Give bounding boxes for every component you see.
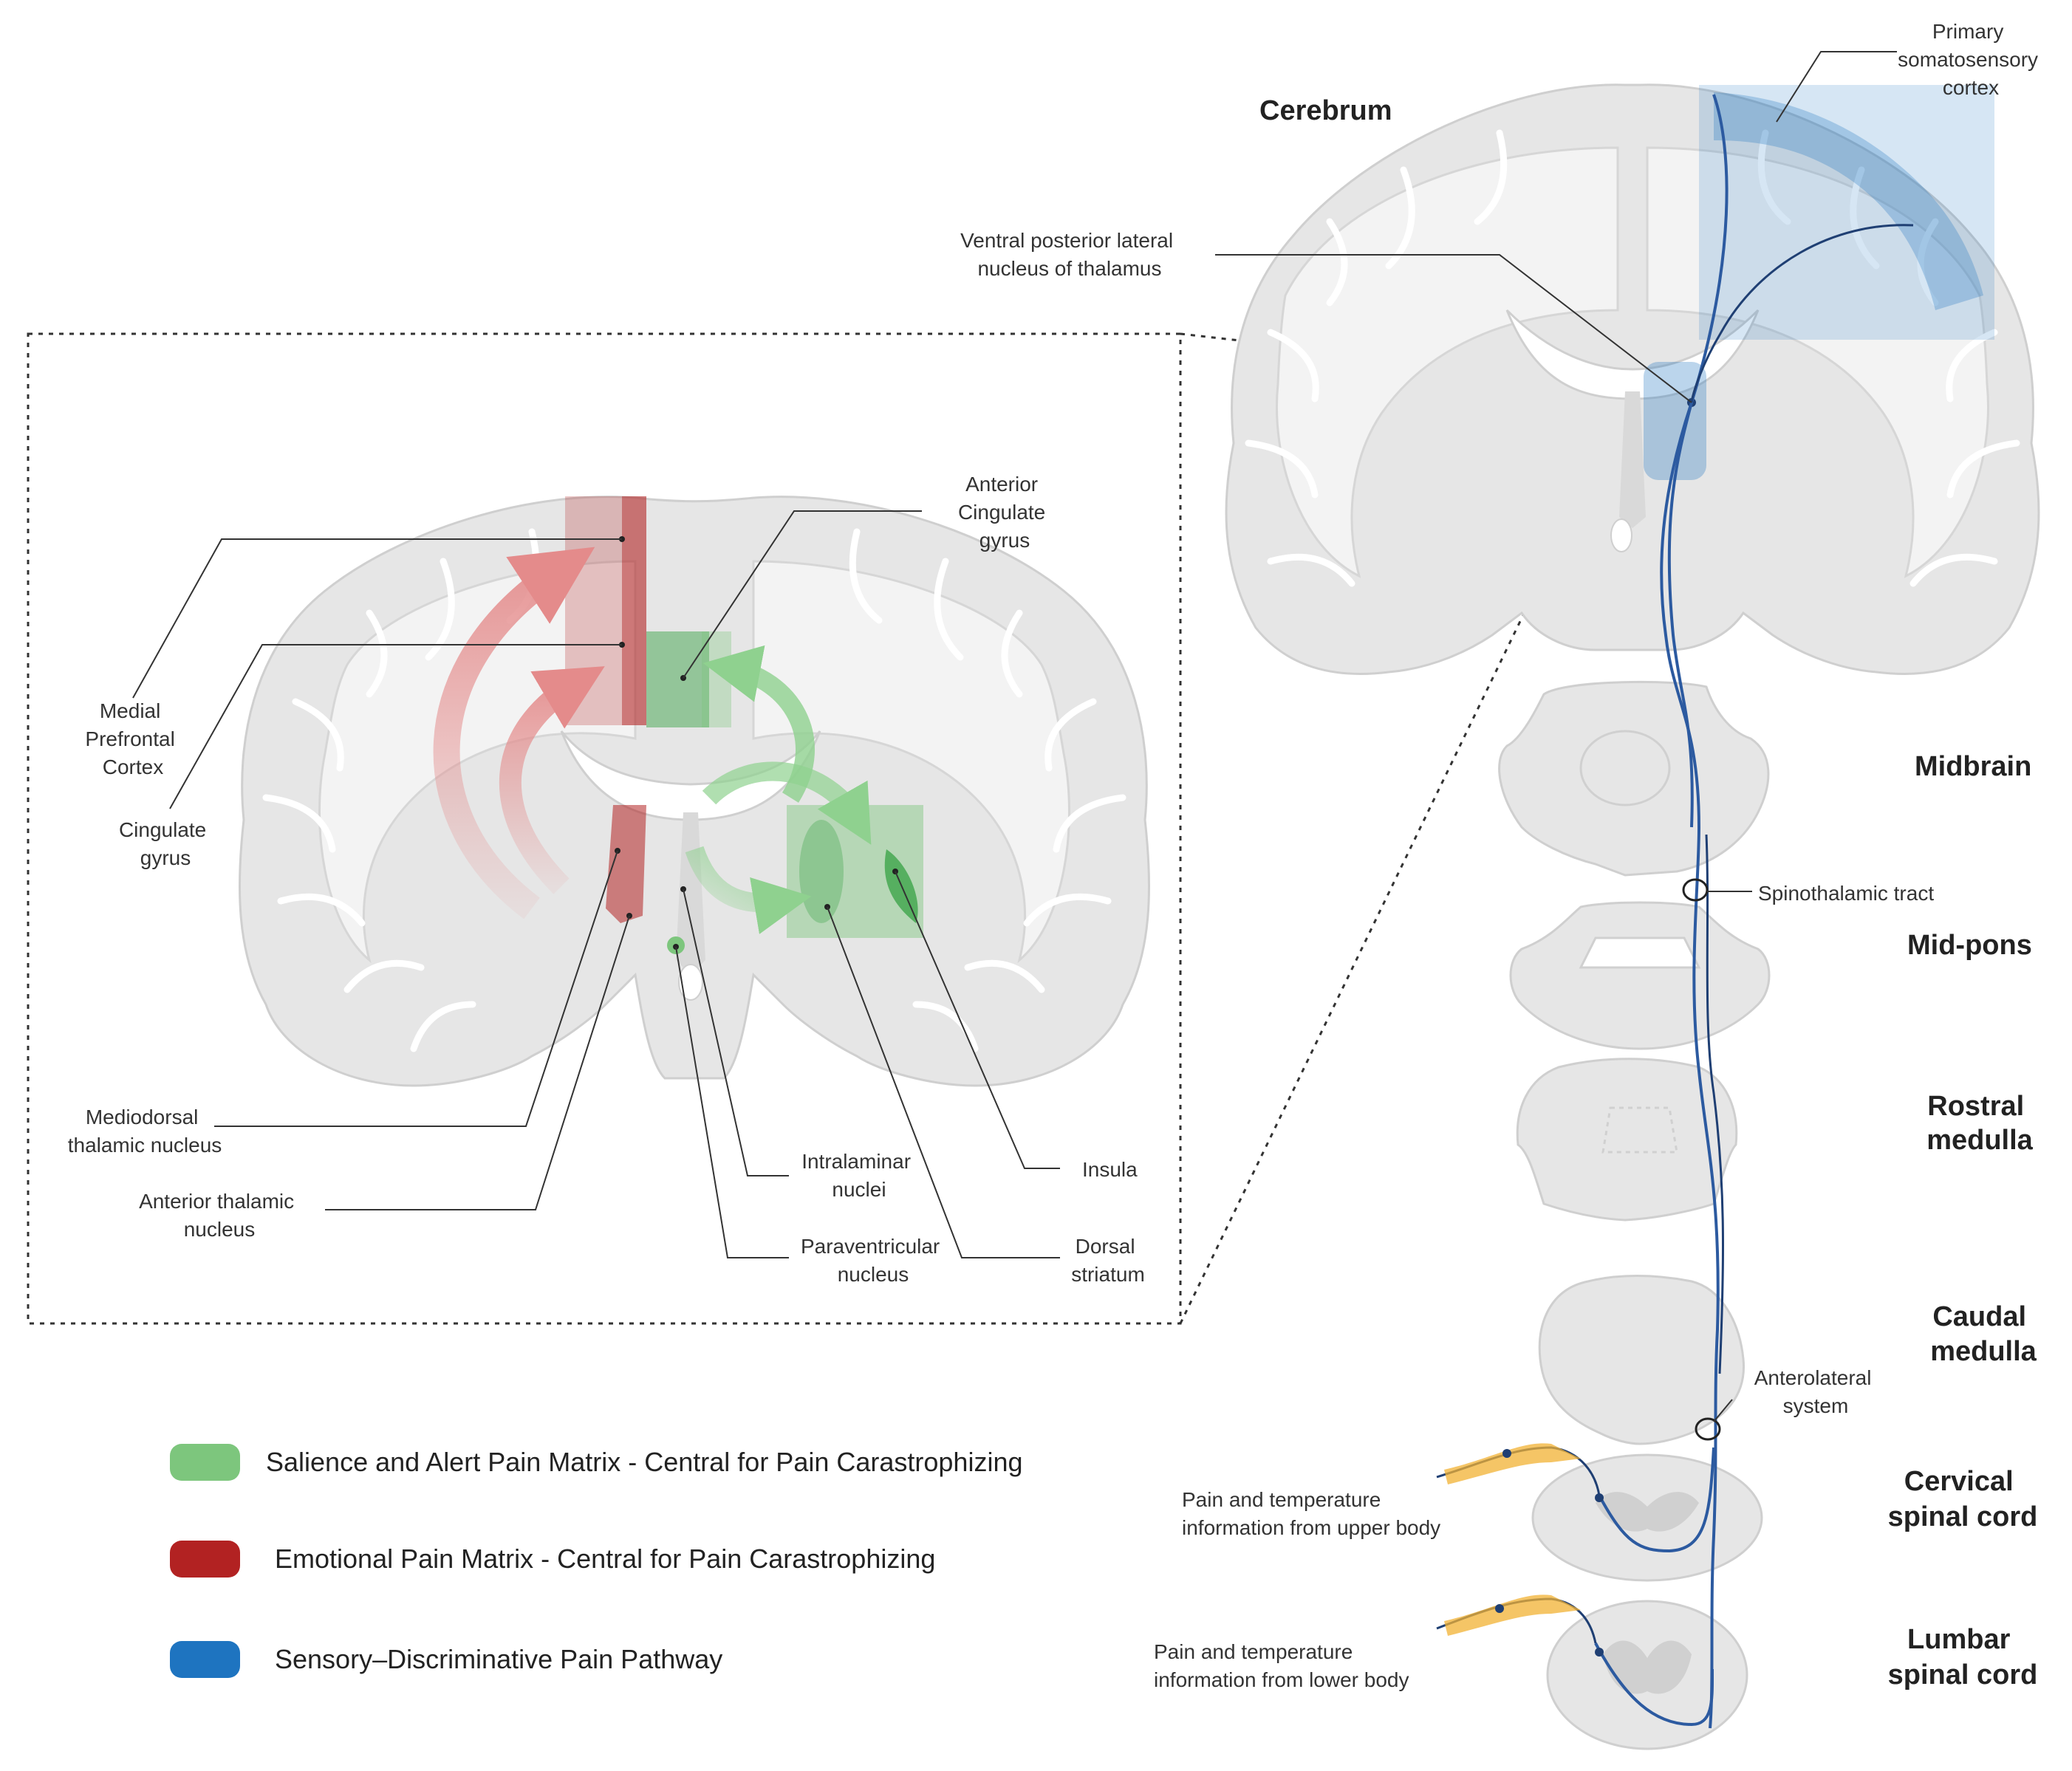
label-cingulate-gyrus: Cingulate gyrus (119, 818, 212, 869)
label-cervical: Cervical spinal cord (1888, 1466, 2038, 1532)
legend-swatch-emotional (170, 1541, 240, 1578)
label-medial-prefrontal: Medial Prefrontal Cortex (85, 699, 180, 778)
rostral-medulla-section (1516, 1058, 1738, 1222)
label-upper-body: Pain and temperature information from up… (1182, 1488, 1440, 1539)
spinothalamic-tract (1436, 94, 1914, 1729)
label-anterolateral: Anterolateral system (1754, 1366, 1878, 1417)
label-spinothalamic: Spinothalamic tract (1758, 882, 1934, 905)
label-mediodorsal: Mediodorsal thalamic nucleus (68, 1106, 222, 1157)
caudal-medulla-section (1538, 1275, 1746, 1445)
label-midbrain: Midbrain (1915, 751, 2031, 782)
label-intralaminar: Intralaminar nuclei (801, 1150, 917, 1201)
label-anterior-thalamic: Anterior thalamic nucleus (139, 1190, 300, 1241)
brainstem-sections (1498, 680, 1771, 1750)
label-dorsal-striatum: Dorsal striatum (1071, 1235, 1145, 1286)
right-labels: Cerebrum Primary somatosensory cortex Ve… (960, 20, 2044, 1691)
label-vpl: Ventral posterior lateral nucleus of tha… (960, 229, 1179, 280)
label-primary-somatosensory: Primary somatosensory cortex (1898, 20, 2044, 99)
inset-frame (27, 332, 1182, 1325)
label-lower-body: Pain and temperature information from lo… (1154, 1640, 1409, 1691)
inset-leaders (132, 510, 1060, 1258)
label-lumbar: Lumbar spinal cord (1888, 1624, 2038, 1690)
inset-brain (238, 496, 1151, 1087)
legend-label-salience: Salience and Alert Pain Matrix - Central… (266, 1447, 1023, 1477)
label-rostral-medulla: Rostral medulla (1926, 1091, 2033, 1156)
legend-label-emotional: Emotional Pain Matrix - Central for Pain… (275, 1544, 935, 1574)
mid-pons-section (1509, 901, 1771, 1050)
midbrain-section (1498, 680, 1770, 877)
label-caudal-medulla: Caudal medulla (1930, 1301, 2037, 1367)
label-mid-pons: Mid-pons (1907, 930, 2032, 961)
inset-labels: Medial Prefrontal Cortex Cingulate gyrus… (68, 473, 1145, 1286)
label-cerebrum: Cerebrum (1259, 95, 1392, 126)
label-paraventricular: Paraventricular nucleus (801, 1235, 946, 1286)
cerebrum-section (1225, 83, 2040, 675)
label-insula: Insula (1082, 1158, 1138, 1181)
legend-swatch-sensory (170, 1641, 240, 1678)
right-leaders (1215, 51, 1897, 1422)
legend-swatch-salience (170, 1444, 240, 1481)
label-anterior-cingulate: Anterior Cingulate gyrus (958, 473, 1051, 552)
legend-label-sensory: Sensory–Discriminative Pain Pathway (275, 1644, 722, 1674)
legend: Salience and Alert Pain Matrix - Central… (170, 1444, 1023, 1678)
